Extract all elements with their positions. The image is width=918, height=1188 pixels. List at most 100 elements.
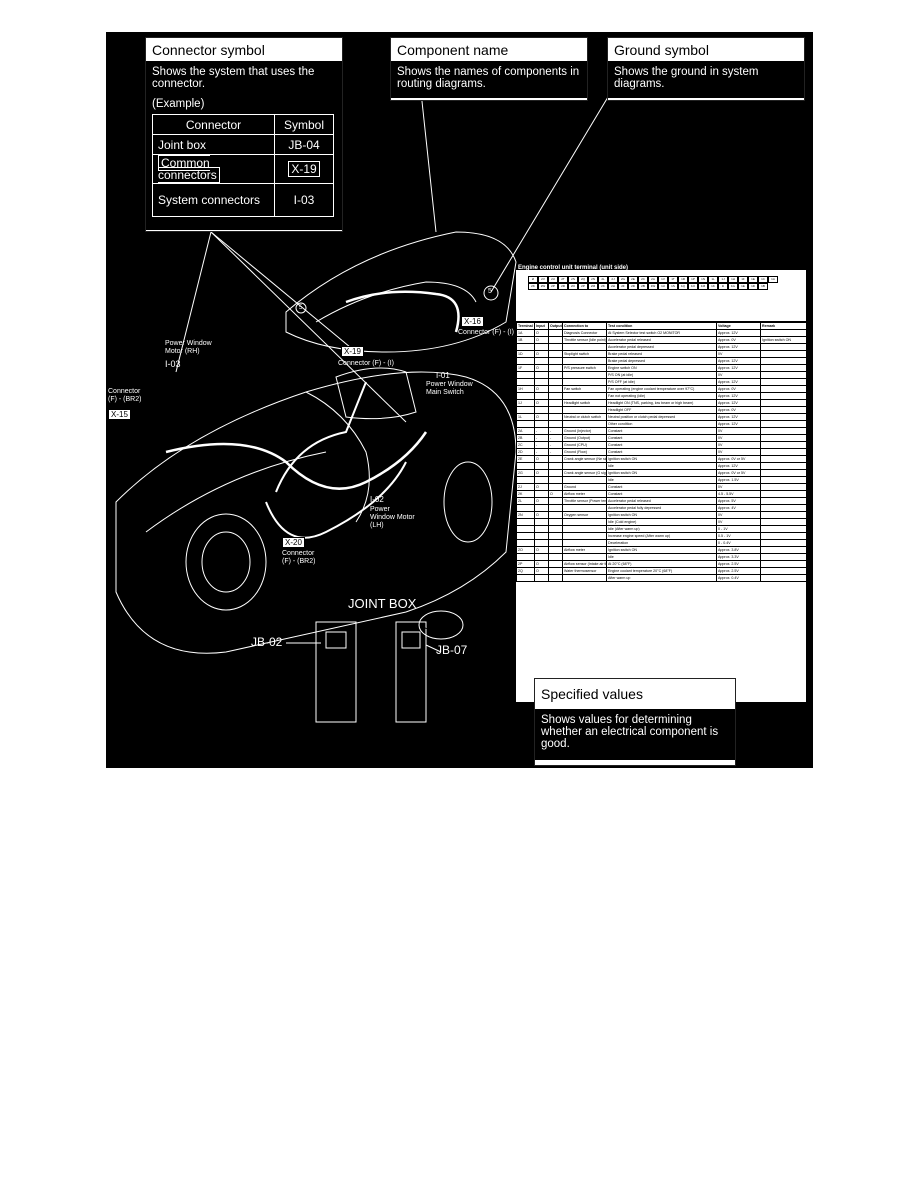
- ecu-pin: 1E: [738, 283, 748, 290]
- ecu-cell: 0 - 0.4V: [716, 539, 761, 547]
- label-x16: X-16: [461, 316, 484, 327]
- ecu-cell: [548, 553, 563, 561]
- ecu-cell: [548, 532, 563, 540]
- ecu-cell: Engine switch ON: [606, 364, 717, 372]
- ecu-pin: 2U: [548, 276, 558, 283]
- ecu-cell: [534, 490, 549, 498]
- ecu-pin: 2R: [558, 283, 568, 290]
- ecu-cell: Approx. 12V: [716, 329, 761, 337]
- connector-symbol-body: Shows the system that uses the connector…: [146, 62, 342, 230]
- ground-mark-right: 5: [488, 288, 492, 295]
- label-i03: I-03: [165, 359, 181, 369]
- ecu-cell: [760, 385, 807, 393]
- ecu-cell: [760, 539, 807, 547]
- ecu-cell: [562, 525, 607, 533]
- ecu-cell: [562, 476, 607, 484]
- connector-symbol-example: (Example): [152, 98, 205, 110]
- ecu-cell: 1L: [516, 413, 535, 421]
- ecu-cell: [562, 518, 607, 526]
- connector-example-table: Connector Symbol Joint box JB-04 Common …: [152, 114, 334, 217]
- specified-values-callout: Specified values Shows values for determ…: [534, 678, 736, 766]
- table-row: Fan not operating (idle)Approx. 12V: [516, 392, 807, 400]
- table-row: Idle (Cold engine)0V: [516, 518, 807, 526]
- ecu-cell: Approx. 12V: [716, 420, 761, 428]
- ecu-cell: O: [548, 490, 563, 498]
- ecu-cell: 2B: [516, 434, 535, 442]
- ecu-cell: [760, 490, 807, 498]
- ecu-cell: [516, 504, 535, 512]
- ecu-pin: 2W: [538, 283, 548, 290]
- ecu-cell: [516, 406, 535, 414]
- ecu-cell: [548, 504, 563, 512]
- ecu-cell: [760, 469, 807, 477]
- ecu-pin: 1G: [728, 283, 738, 290]
- ecu-pin: 1U: [658, 283, 668, 290]
- ecu-cell: [548, 357, 563, 365]
- ecu-cell: [760, 560, 807, 568]
- ecu-cell: [562, 553, 607, 561]
- ecu-cell: [516, 532, 535, 540]
- ecu-cell: 4.5 - 5.5V: [716, 490, 761, 498]
- ecu-cell: [760, 574, 807, 582]
- ecu-cell: O: [534, 336, 549, 344]
- ecu-cell: [516, 476, 535, 484]
- ecu-cell: [562, 343, 607, 351]
- ecu-cell: [534, 378, 549, 386]
- jb07-label: JB-07: [436, 643, 468, 657]
- ecu-cell: Headlight switch: [562, 399, 607, 407]
- connector-name: Common connectors: [152, 154, 275, 184]
- ecu-pin: 1W: [648, 283, 658, 290]
- ecu-cell: [534, 574, 549, 582]
- ecu-cell: [760, 567, 807, 575]
- ecu-cell: [562, 539, 607, 547]
- ecu-cell: Stoplight switch: [562, 350, 607, 358]
- ecu-pin: 2G: [618, 276, 628, 283]
- ecu-cell: Approx. 12V: [716, 399, 761, 407]
- ecu-cell: O: [534, 483, 549, 491]
- ecu-cell: Constant: [606, 441, 717, 449]
- ecu-cell: 0V: [716, 350, 761, 358]
- ecu-cell: 1A: [516, 329, 535, 337]
- ecu-cell: -: [548, 441, 563, 449]
- ecu-pin: 2Q: [578, 276, 588, 283]
- ecu-pin: 2L: [598, 276, 608, 283]
- ecu-cell: [516, 525, 535, 533]
- ecu-cell: [760, 420, 807, 428]
- ecu-cell: O: [534, 350, 549, 358]
- ecu-cell: Fan operating (engine coolant temperatur…: [606, 385, 717, 393]
- ecu-cell: [760, 371, 807, 379]
- ecu-cell: [548, 525, 563, 533]
- ecu-cell: 2J: [516, 483, 535, 491]
- ecu-cell: [562, 371, 607, 379]
- ecu-cell: [548, 560, 563, 568]
- ecu-cell: Constant: [606, 490, 717, 498]
- component-name-desc: Shows the names of components in routing…: [391, 62, 587, 98]
- ecu-cell: [760, 413, 807, 421]
- ecu-cell: [548, 546, 563, 554]
- ecu-cell: [760, 343, 807, 351]
- ecu-cell: [548, 511, 563, 519]
- ecu-cell: Headlight ON (TNS, parking, low beam or …: [606, 399, 717, 407]
- ecu-cell: [760, 462, 807, 470]
- ecu-cell: Approx. 12V: [716, 462, 761, 470]
- ecu-cell: 0V: [716, 441, 761, 449]
- connector-symbol-title: Connector symbol: [146, 38, 342, 62]
- connector-name: System connectors: [152, 183, 275, 217]
- ecu-cell: -: [548, 448, 563, 456]
- label-x15: X-15: [108, 409, 131, 420]
